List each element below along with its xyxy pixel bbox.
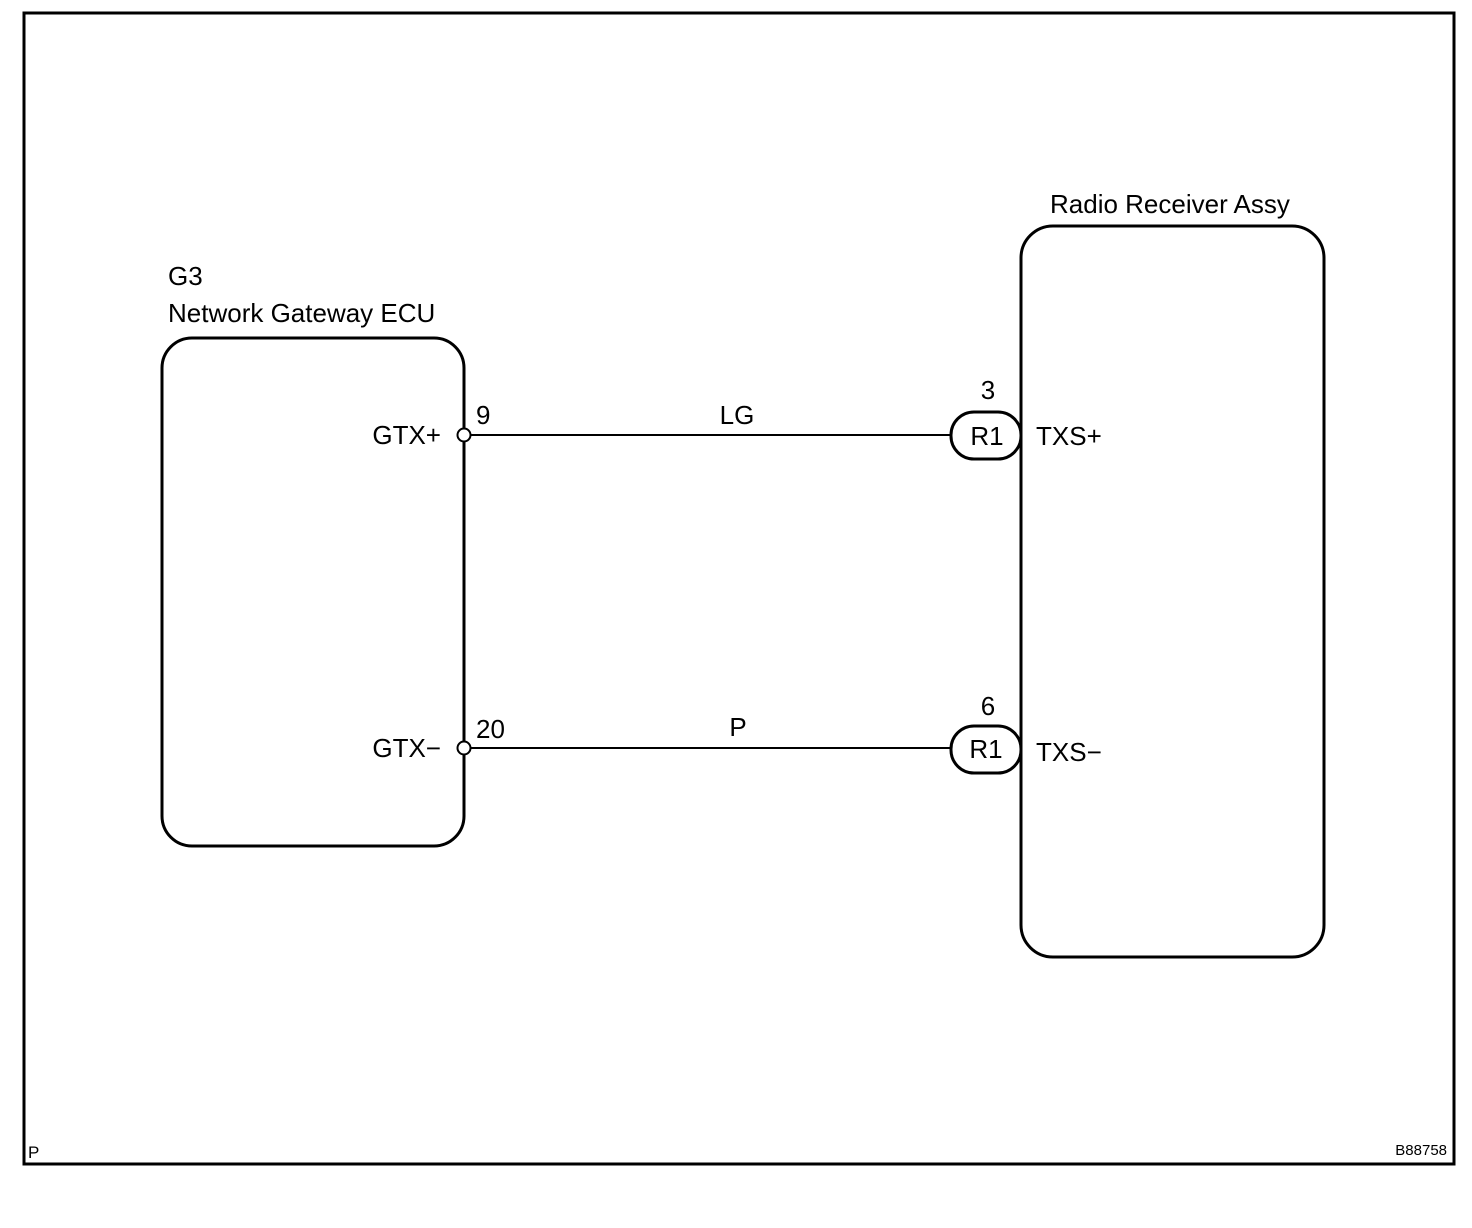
figure-code: B88758 xyxy=(1395,1142,1447,1159)
radio-receiver-box xyxy=(1019,224,1326,959)
pin-number-20: 20 xyxy=(476,714,505,744)
wire-color-p: P xyxy=(729,712,746,742)
corner-label: P xyxy=(28,1143,39,1162)
gateway-connector-label: G3 xyxy=(168,261,203,291)
pin-number-6: 6 xyxy=(981,691,995,721)
pin-number-3: 3 xyxy=(981,375,995,405)
pin-label-txs-plus: TXS+ xyxy=(1036,421,1102,451)
wire-color-lg: LG xyxy=(720,400,755,430)
connector-r1-top xyxy=(949,410,1023,461)
connector-r1-bottom xyxy=(949,724,1023,775)
pin-label-gtx-minus: GTX− xyxy=(372,733,441,763)
gateway-name-label: Network Gateway ECU xyxy=(168,298,435,328)
radio-name-label: Radio Receiver Assy xyxy=(1050,189,1290,219)
pin-label-txs-minus: TXS− xyxy=(1036,737,1102,767)
terminal-gtx-minus xyxy=(456,740,472,756)
gateway-ecu-box xyxy=(160,336,466,848)
terminal-gtx-plus xyxy=(456,427,472,443)
pin-label-gtx-plus: GTX+ xyxy=(372,420,441,450)
connector-r1-top-label: R1 xyxy=(970,421,1003,451)
pin-number-9: 9 xyxy=(476,400,490,430)
diagram-frame xyxy=(22,11,1456,1166)
connector-r1-bottom-label: R1 xyxy=(969,734,1002,764)
